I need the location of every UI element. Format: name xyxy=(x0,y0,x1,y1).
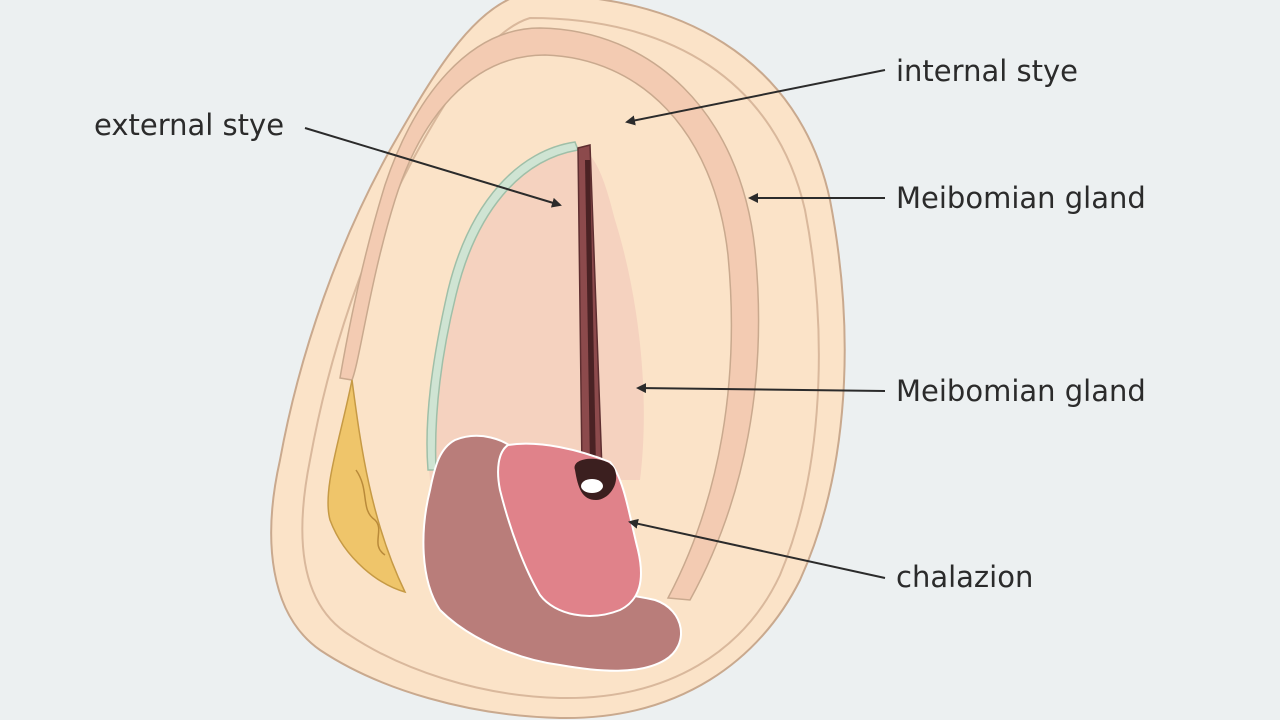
meibomian-gland-duct-lumen xyxy=(585,160,596,468)
label-meibomian-gland-inner: Meibomian gland xyxy=(896,374,1146,408)
arrow-chalazion xyxy=(628,518,886,579)
arrow-meibomian-gland-inner xyxy=(636,383,886,394)
gland-opening-highlight xyxy=(581,479,603,493)
tarsal-band xyxy=(339,27,760,601)
arrow-external-stye xyxy=(304,127,562,208)
fat-pad xyxy=(327,379,407,594)
label-external-stye: external stye xyxy=(94,108,285,142)
label-meibomian-gland-outer: Meibomian gland xyxy=(896,181,1146,215)
label-chalazion: chalazion xyxy=(896,560,1034,594)
arrow-internal-stye xyxy=(625,69,886,126)
label-internal-stye: internal stye xyxy=(896,54,1078,88)
fat-pad-detail xyxy=(355,469,386,556)
